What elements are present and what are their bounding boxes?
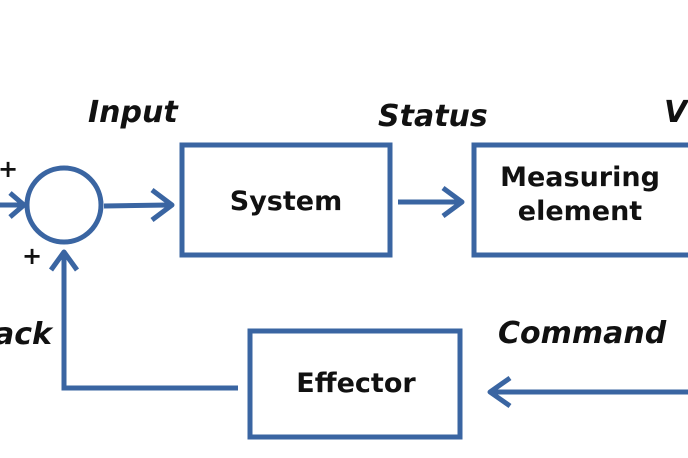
effector-label: Effector [296,368,416,399]
junction-top-sign: + [0,155,18,183]
effector-block [247,328,463,440]
value-label-partial: V [664,95,688,130]
input-label: Input [88,95,179,130]
status-label: Status [378,99,488,134]
arrow-junction-to-system [103,188,175,222]
measuring-label-line1: Measuring [500,162,660,193]
arrow-system-to-measuring [398,185,465,219]
junction-bottom-sign: + [22,242,42,270]
system-label: System [230,186,342,217]
summing-junction [24,165,104,245]
arrow-feedback-to-junction [48,249,238,391]
system-block [179,142,393,258]
command-label: Command [498,316,667,351]
arrow-command-to-effector [487,375,688,409]
measuring-label-line2: element [518,196,643,227]
measuring-element-block [471,142,688,258]
feedback-label-partial: ack [0,317,54,352]
arrow-left-input [0,191,27,219]
